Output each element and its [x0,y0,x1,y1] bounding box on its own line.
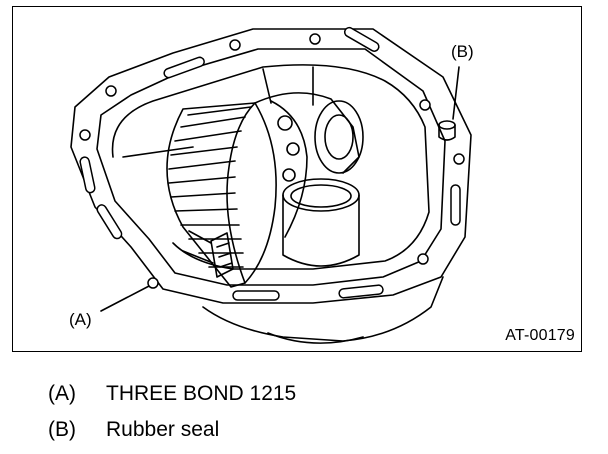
gasket-flange-outer [70,28,472,304]
leader-line-a [100,284,152,312]
case-bottom-rim [267,332,364,344]
axle-tube-inner [290,184,352,208]
legend-key-b: (B) [48,418,76,441]
drive-pinion [210,232,234,278]
rubber-seal-body [438,124,456,141]
diff-carrier-band [270,100,308,238]
figure-id: AT-00179 [505,327,575,344]
side-bearing-housing [314,100,364,174]
differential-case-illustration [70,26,472,344]
callout-label-b: (B) [451,42,474,61]
axle-tube-body [282,194,360,267]
rubber-seal-top [438,120,456,130]
case-lower-body [202,276,444,342]
legend-text-a: THREE BOND 1215 [106,382,297,405]
side-bearing-inner [324,114,354,160]
carrier-bolts [277,115,300,182]
callout-label-a: (A) [69,310,92,329]
bolt-holes [79,26,465,301]
legend-key-a: (A) [48,382,76,405]
figure-frame: (A) (B) AT-00179 [12,6,582,352]
gasket-flange-inner [96,48,446,286]
legend-text-b: Rubber seal [106,418,220,441]
pinion-shaft [182,230,214,264]
case-cavity-wall [111,64,430,270]
ring-gear-face [244,102,277,284]
leader-line-b [452,66,460,120]
